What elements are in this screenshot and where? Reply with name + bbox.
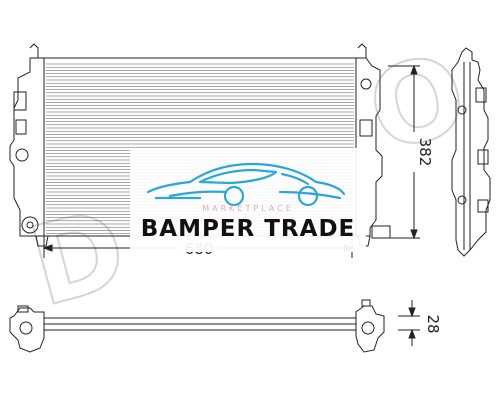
logo-brand-name: BAMPER TRADE bbox=[140, 216, 356, 242]
depth-label: 28 bbox=[424, 314, 442, 333]
height-label: 382 bbox=[416, 138, 434, 167]
radiator-side-view bbox=[451, 47, 491, 257]
logo-tagline: MARKETPLACE bbox=[202, 204, 294, 213]
watermark-letter-d: D bbox=[18, 184, 139, 331]
dimension-depth: 28 bbox=[398, 300, 442, 346]
car-logo-icon bbox=[146, 162, 346, 207]
right-tank bbox=[356, 57, 383, 237]
left-tank bbox=[9, 57, 44, 237]
dimension-height: 382 bbox=[388, 64, 434, 240]
radiator-bottom-view bbox=[9, 299, 385, 353]
brand-logo: MARKETPLACE BAMPER TRADE bbox=[130, 148, 366, 252]
